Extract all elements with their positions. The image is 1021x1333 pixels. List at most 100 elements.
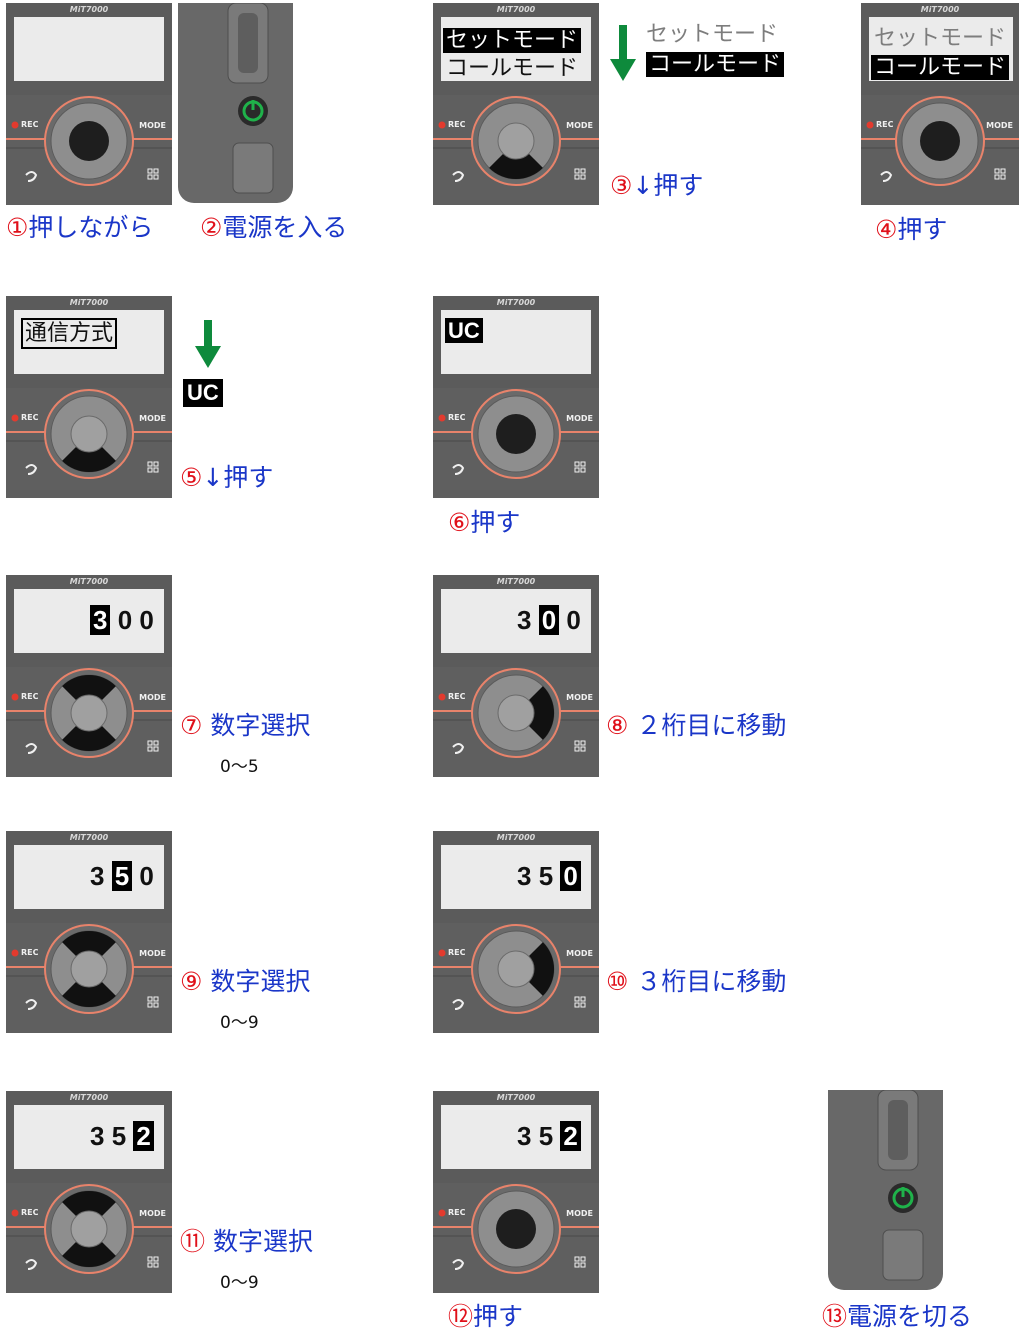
menu-call-mode: コールモード bbox=[446, 56, 579, 81]
device-panel-step1: MiT7000 REC MODE bbox=[6, 3, 172, 205]
mode-button: MODE bbox=[566, 949, 593, 958]
dial-pad bbox=[6, 668, 172, 758]
dial-pad bbox=[433, 389, 599, 479]
control-area: REC MODE bbox=[861, 95, 1019, 205]
digit-2: 5 bbox=[538, 861, 554, 891]
rec-button: REC bbox=[21, 120, 39, 129]
control-area: REC MODE bbox=[433, 667, 599, 777]
dial-pad bbox=[6, 96, 172, 186]
lcd-screen: 3 5 2 bbox=[441, 1105, 591, 1169]
step-13-label: ⑬電源を切る bbox=[822, 1302, 973, 1331]
digit-3: 2 bbox=[560, 1121, 581, 1151]
digit-3: 0 bbox=[560, 861, 581, 891]
lcd-screen: 3 5 0 bbox=[441, 845, 591, 909]
lcd-screen: 3 0 0 bbox=[14, 589, 164, 653]
brand-label: MiT7000 bbox=[69, 577, 109, 586]
digit-2: 0 bbox=[538, 605, 560, 635]
brand-label: MiT7000 bbox=[496, 5, 536, 14]
mode-button: MODE bbox=[566, 1209, 593, 1218]
control-area: REC MODE bbox=[6, 95, 172, 205]
step-4-label: ④押す bbox=[875, 215, 948, 244]
digit-3: 0 bbox=[139, 861, 154, 891]
menu-comm-mode: 通信方式 bbox=[21, 318, 118, 349]
device-panel-step9: MiT7000 3 5 0 REC MODE bbox=[6, 831, 172, 1033]
step-3-label: ③↓押す bbox=[610, 171, 704, 200]
control-area: REC MODE bbox=[433, 923, 599, 1033]
menu-set-mode: セットモード bbox=[443, 28, 582, 53]
rec-button: REC bbox=[876, 120, 894, 129]
control-area: REC MODE bbox=[6, 388, 172, 498]
step-7-label: ⑦ 数字選択 bbox=[180, 711, 311, 740]
mode-button: MODE bbox=[139, 949, 166, 958]
dial-pad bbox=[433, 924, 599, 1014]
lcd-screen: 3 5 0 bbox=[14, 845, 164, 909]
radio-side-view bbox=[178, 3, 293, 203]
brand-label: MiT7000 bbox=[69, 5, 109, 14]
step-9-label: ⑨ 数字選択 bbox=[180, 967, 311, 996]
step-12-label: ⑫押す bbox=[448, 1302, 524, 1331]
step-11-label: ⑪ 数字選択 bbox=[180, 1227, 313, 1256]
mode-button: MODE bbox=[566, 693, 593, 702]
digit-3: 0 bbox=[566, 605, 581, 635]
rec-button: REC bbox=[21, 948, 39, 957]
control-area: REC MODE bbox=[6, 923, 172, 1033]
brand-label: MiT7000 bbox=[496, 833, 536, 842]
brand-label: MiT7000 bbox=[920, 5, 960, 14]
step-7-range: 0〜5 bbox=[220, 757, 259, 777]
dial-pad bbox=[6, 924, 172, 1014]
lcd-screen: セットモード コールモード bbox=[441, 17, 591, 81]
digit-3: 0 bbox=[139, 605, 154, 635]
mode-button: MODE bbox=[139, 414, 166, 423]
step-1-label: ①押しながら bbox=[6, 213, 154, 242]
digit-2: 0 bbox=[117, 605, 133, 635]
rec-button: REC bbox=[21, 692, 39, 701]
mode-button: MODE bbox=[986, 121, 1013, 130]
control-area: REC MODE bbox=[433, 95, 599, 205]
device-panel-step3: MiT7000 セットモード コールモード REC MODE bbox=[433, 3, 599, 205]
rec-button: REC bbox=[21, 1208, 39, 1217]
rec-button: REC bbox=[448, 120, 466, 129]
rec-button: REC bbox=[448, 948, 466, 957]
mode-button: MODE bbox=[566, 121, 593, 130]
brand-label: MiT7000 bbox=[69, 833, 109, 842]
brand-label: MiT7000 bbox=[496, 577, 536, 586]
rec-button: REC bbox=[448, 413, 466, 422]
radio-side-view bbox=[828, 1090, 943, 1290]
rec-button: REC bbox=[448, 692, 466, 701]
dial-pad bbox=[6, 1184, 172, 1274]
digit-2: 5 bbox=[111, 861, 133, 891]
down-arrow-icon bbox=[195, 320, 221, 368]
lcd-screen bbox=[14, 17, 164, 81]
lcd-screen: 3 5 2 bbox=[14, 1105, 164, 1169]
lcd-screen: 通信方式 bbox=[14, 310, 164, 374]
step-8-label: ⑧ ２桁目に移動 bbox=[606, 711, 787, 740]
digit-1: 3 bbox=[90, 605, 111, 635]
down-arrow-icon bbox=[610, 25, 636, 81]
mode-button: MODE bbox=[139, 121, 166, 130]
step-5-label: ⑤↓押す bbox=[180, 463, 274, 492]
menu-preview: セットモード コールモード bbox=[646, 20, 785, 80]
digit-1: 3 bbox=[517, 1121, 532, 1151]
dial-pad bbox=[433, 1184, 599, 1274]
digit-1: 3 bbox=[517, 861, 532, 891]
brand-label: MiT7000 bbox=[69, 298, 109, 307]
brand-label: MiT7000 bbox=[496, 298, 536, 307]
rec-button: REC bbox=[21, 413, 39, 422]
mode-button: MODE bbox=[139, 1209, 166, 1218]
dial-pad bbox=[433, 668, 599, 758]
digit-2: 5 bbox=[538, 1121, 554, 1151]
digit-3: 2 bbox=[133, 1121, 154, 1151]
lcd-screen: 3 0 0 bbox=[441, 589, 591, 653]
step-2-label: ②電源を入る bbox=[200, 213, 348, 242]
dial-pad bbox=[6, 389, 172, 479]
brand-label: MiT7000 bbox=[496, 1093, 536, 1102]
device-panel-step10: MiT7000 3 5 0 REC MODE bbox=[433, 831, 599, 1033]
step-9-range: 0〜9 bbox=[220, 1013, 259, 1033]
device-panel-step5: MiT7000 通信方式 REC MODE bbox=[6, 296, 172, 498]
digit-1: 3 bbox=[517, 605, 532, 635]
step-10-label: ⑩ ３桁目に移動 bbox=[606, 967, 787, 996]
